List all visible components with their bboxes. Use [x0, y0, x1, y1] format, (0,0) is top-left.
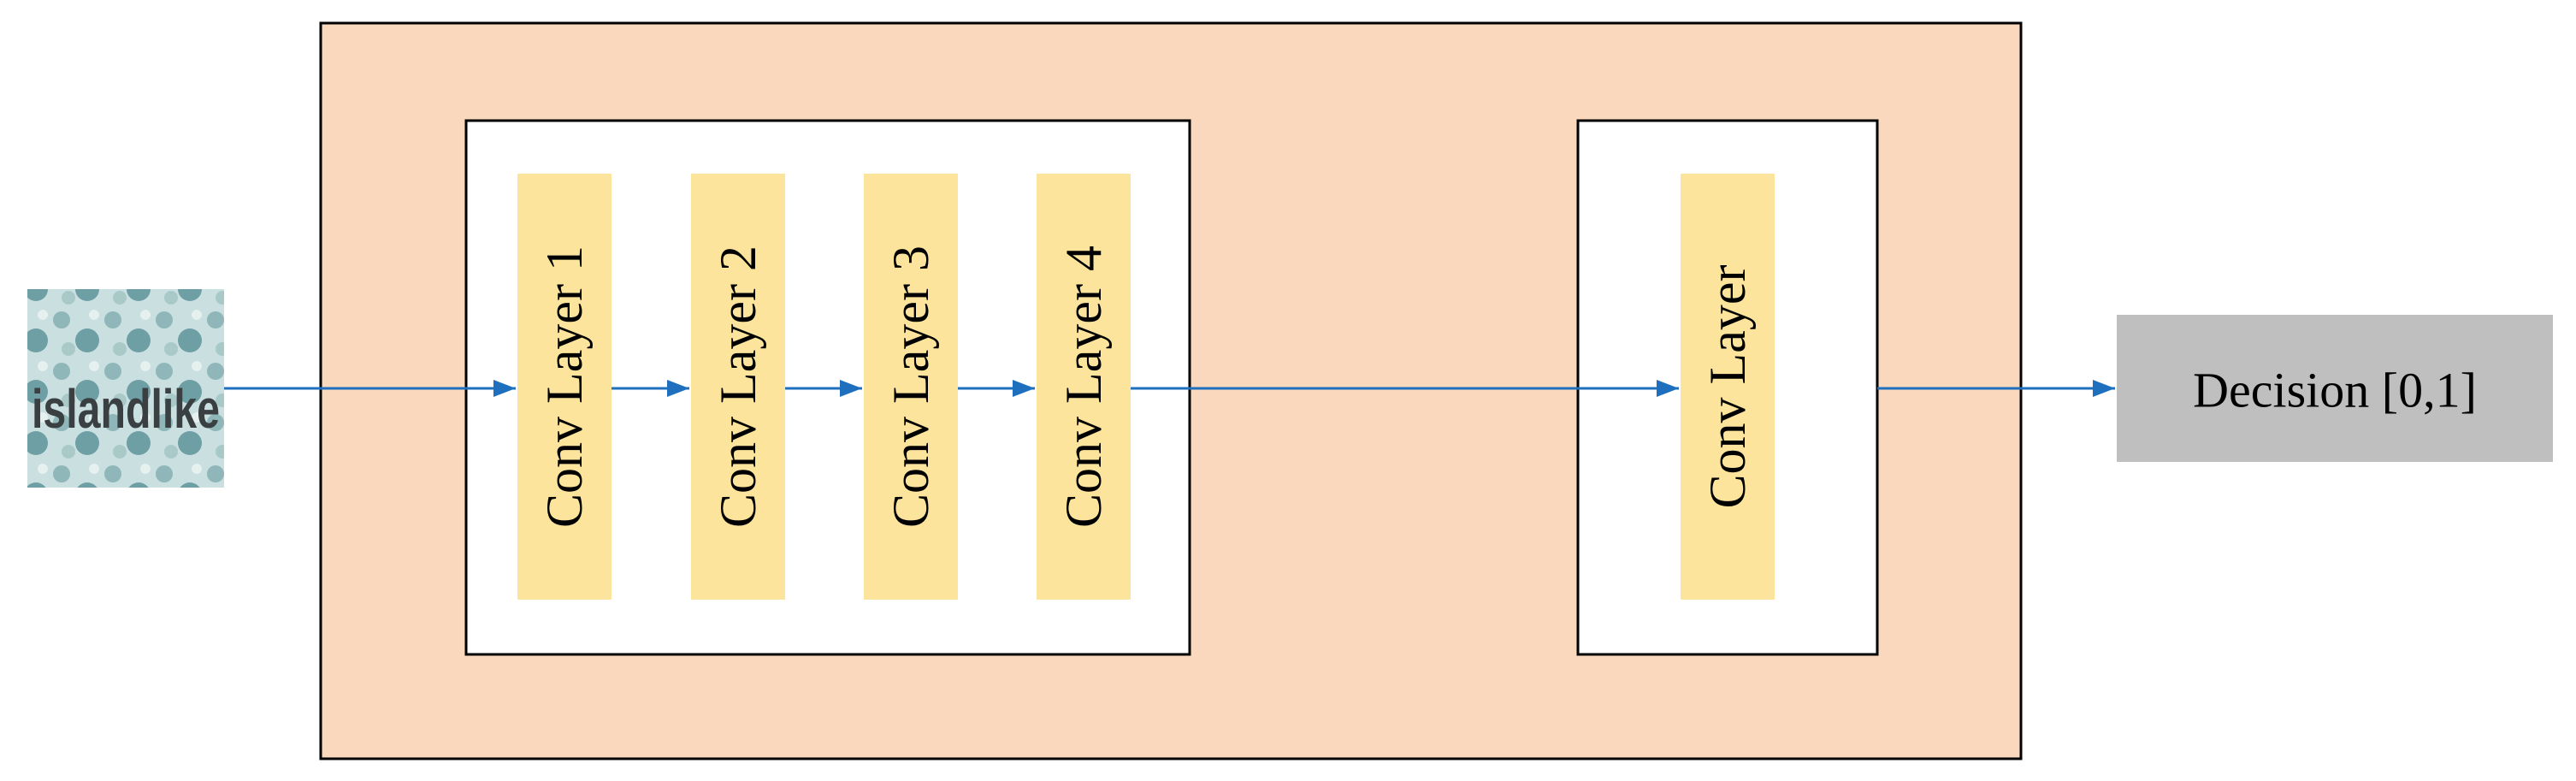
decision-label: Decision [0,1] [2193, 363, 2477, 418]
conv-layer-1: Conv Layer 1 [517, 174, 612, 600]
conv-layer-label: Conv Layer 2 [710, 246, 766, 528]
conv-layer-2: Conv Layer 2 [691, 174, 785, 600]
head-conv-layer: Conv Layer [1681, 174, 1775, 600]
input-image: islandlike [27, 289, 224, 488]
conv-layer-box [691, 174, 785, 600]
conv-layer-label: Conv Layer 1 [536, 246, 593, 528]
conv-layer-label: Conv Layer [1699, 265, 1756, 509]
conv-layer-box [1681, 174, 1775, 600]
conv-layer-label: Conv Layer 4 [1055, 246, 1112, 528]
input-image-text: islandlike [32, 378, 220, 440]
decision-output: Decision [0,1] [2117, 315, 2553, 462]
conv-layer-3: Conv Layer 3 [864, 174, 958, 600]
conv-layer-box [517, 174, 612, 600]
conv-layer-4: Conv Layer 4 [1037, 174, 1131, 600]
conv-layer-box [864, 174, 958, 600]
decision-box [2117, 315, 2553, 462]
conv-layer-box [1037, 174, 1131, 600]
conv-layer-label: Conv Layer 3 [883, 246, 939, 528]
